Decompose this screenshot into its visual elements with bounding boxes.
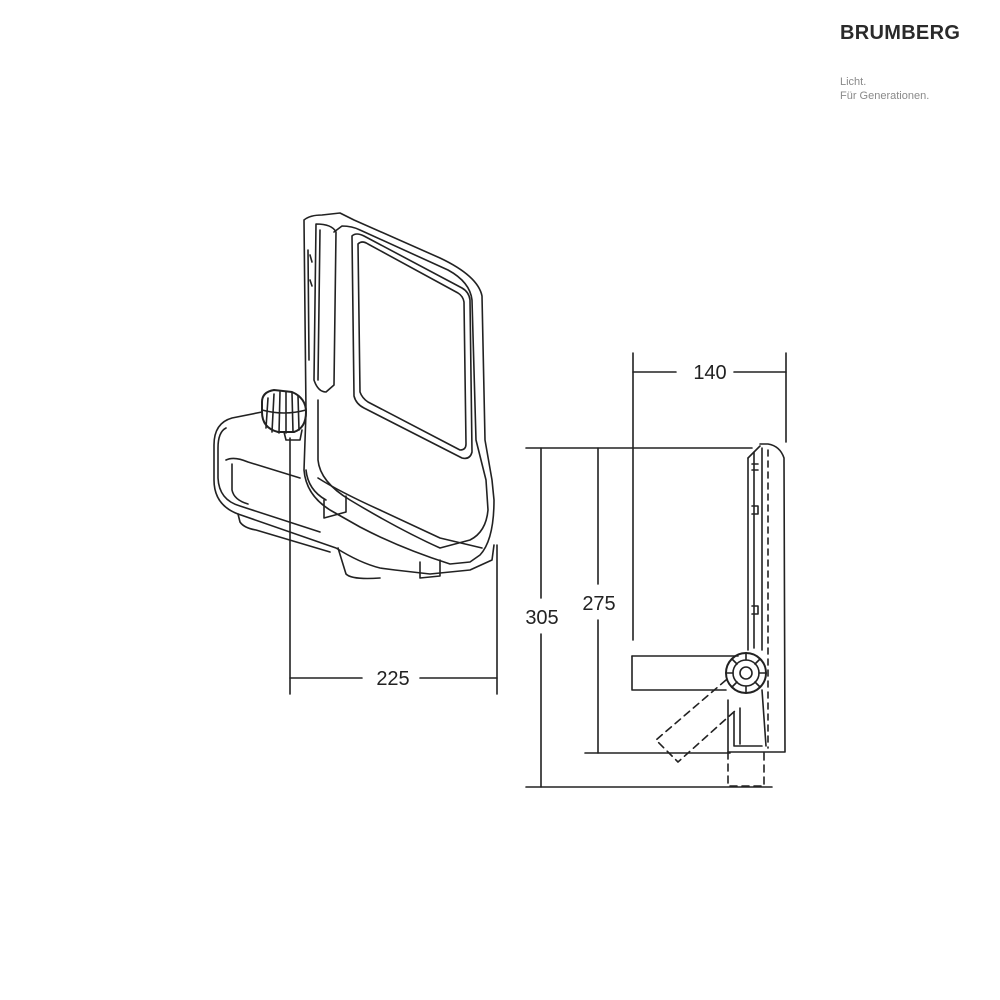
side-housing (727, 443, 786, 753)
side-view: 140 305 275 (525, 352, 787, 788)
side-bracket (631, 655, 739, 691)
front-view: 225 (213, 212, 498, 695)
tagline-line-2: Für Generationen. (840, 90, 930, 102)
adjustment-knob (261, 389, 307, 441)
tagline-line-1: Licht. (840, 76, 867, 88)
housing-height-dimension: 275 (582, 447, 731, 754)
side-bracket-rotated (655, 679, 765, 787)
mounting-bracket (213, 411, 495, 580)
dimension-305-label: 305 (525, 607, 558, 629)
dimension-225-label: 225 (376, 668, 409, 690)
dimension-275-label: 275 (582, 593, 615, 615)
luminaire-housing (303, 212, 495, 565)
width-dimension: 225 (289, 437, 498, 695)
led-panel (351, 233, 473, 460)
depth-dimension: 140 (632, 352, 787, 641)
brand-block: BRUMBERG Licht. Für Generationen. (840, 22, 960, 103)
overall-height-dimension: 305 (525, 447, 773, 788)
dimension-140-label: 140 (693, 362, 726, 384)
brand-logo: BRUMBERG (840, 22, 961, 44)
side-knob (725, 652, 767, 694)
brand-tagline: Licht. Für Generationen. (840, 75, 960, 103)
